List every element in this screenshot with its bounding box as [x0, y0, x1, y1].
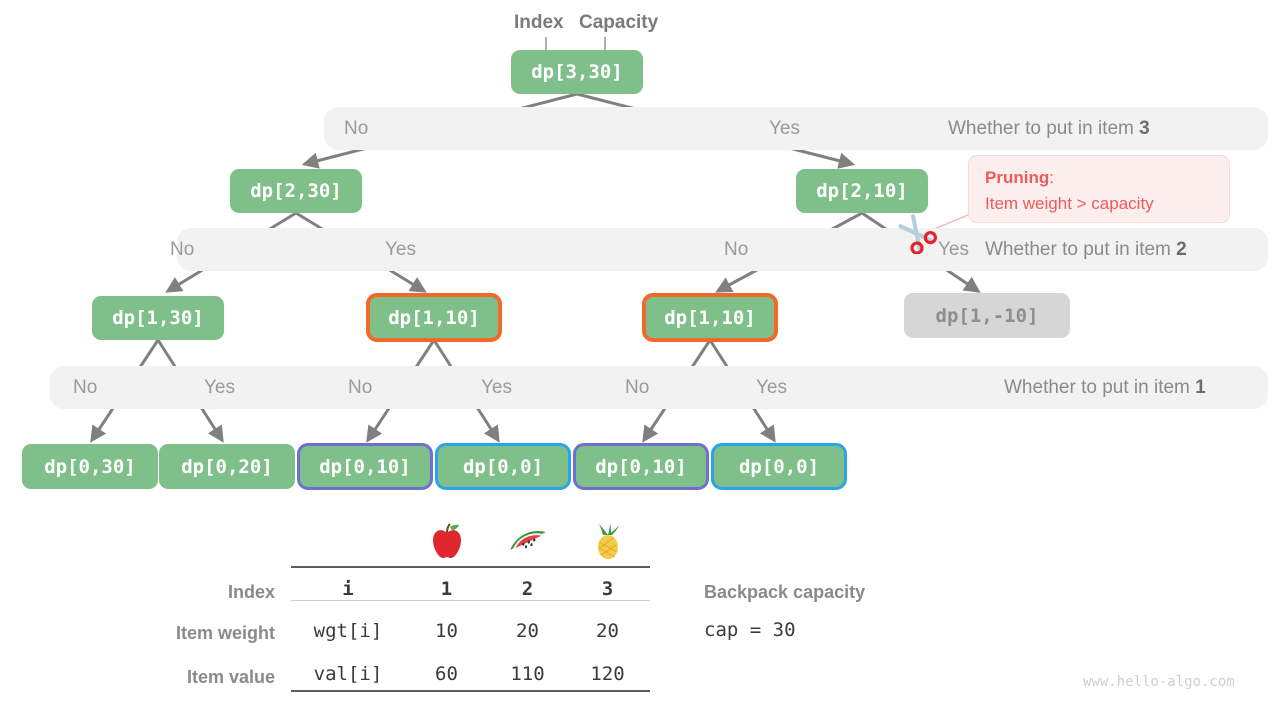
band2-question-text: Whether to put in item [985, 239, 1177, 260]
table-value-3: 120 [590, 663, 625, 685]
leaf-dp-0-20[interactable]: dp[0,20] [159, 444, 295, 489]
table-weight-1: 10 [435, 620, 458, 642]
apple-icon [433, 523, 461, 558]
band3-choice-no: No [344, 118, 369, 139]
table-col-3: 3 [601, 578, 614, 600]
pruning-title: Pruning [985, 168, 1050, 187]
capacity-callout-label: Capacity [579, 12, 659, 33]
pineapple-icon [598, 523, 619, 559]
node-dp-3-30[interactable]: dp[3,30] [511, 50, 643, 94]
node-dp-1-10-left[interactable]: dp[1,10] [366, 293, 502, 342]
band1-question-text: Whether to put in item [1004, 377, 1196, 398]
band2-item-number: 2 [1176, 239, 1187, 260]
band3-question: Whether to put in item 3 [948, 119, 1150, 138]
pruning-colon: : [1049, 168, 1054, 187]
table-rule-top [291, 566, 650, 568]
table-key-i: i [342, 578, 354, 600]
watermark: www.hello-algo.com [1083, 674, 1235, 690]
band1-choice-no-3: No [625, 377, 650, 398]
node-dp-1-30[interactable]: dp[1,30] [92, 296, 224, 340]
leaf-dp-0-30[interactable]: dp[0,30] [22, 444, 158, 489]
band1-choice-no-1: No [73, 377, 98, 398]
leaf-dp-0-10-right[interactable]: dp[0,10] [573, 443, 709, 490]
row-label-index: Index [227, 582, 275, 602]
leaf-dp-0-0-left[interactable]: dp[0,0] [435, 443, 571, 490]
band3-item-number: 3 [1139, 118, 1150, 139]
table-key-wgt: wgt[i] [313, 620, 383, 642]
band1-item-number: 1 [1195, 377, 1206, 398]
band1-choice-yes-2: Yes [481, 377, 512, 398]
table-col-1: 1 [440, 578, 453, 600]
backpack-capacity-value: cap = 30 [704, 619, 796, 641]
watermelon-icon [510, 530, 546, 551]
table-rule-bottom [291, 690, 650, 692]
band2-choice-no-1: No [170, 239, 195, 260]
pruning-title-line: Pruning: [985, 165, 1215, 191]
table-weight-3: 20 [596, 620, 619, 642]
band2-question: Whether to put in item 2 [985, 240, 1187, 259]
band3-choice-yes: Yes [769, 118, 800, 139]
band1-choice-yes-3: Yes [756, 377, 787, 398]
band1-choice-no-2: No [348, 377, 373, 398]
band3-question-text: Whether to put in item [948, 118, 1140, 139]
pruning-callout: Pruning: Item weight > capacity [968, 155, 1230, 223]
table-value-1: 60 [435, 663, 458, 685]
table-col-2: 2 [521, 578, 534, 600]
row-label-item-weight: Item weight [175, 623, 275, 643]
level-band-item1 [50, 366, 1268, 409]
node-dp-1-10-right[interactable]: dp[1,10] [642, 293, 778, 342]
index-callout-label: Index [514, 12, 564, 33]
band2-choice-yes-2: Yes [938, 239, 969, 260]
table-rule-mid [291, 600, 650, 601]
table-value-2: 110 [510, 663, 545, 685]
table-weight-2: 20 [516, 620, 539, 642]
level-band-item3 [324, 107, 1268, 150]
backpack-capacity-label: Backpack capacity [704, 582, 866, 602]
band1-question: Whether to put in item 1 [1004, 378, 1206, 397]
table-key-val: val[i] [313, 663, 383, 685]
band2-choice-no-2: No [724, 239, 749, 260]
node-dp-2-30[interactable]: dp[2,30] [230, 169, 362, 213]
node-dp-1-neg10[interactable]: dp[1,-10] [904, 293, 1070, 338]
scissors-icon [898, 214, 937, 254]
leaf-dp-0-10-left[interactable]: dp[0,10] [297, 443, 433, 490]
pruning-reason: Item weight > capacity [985, 194, 1154, 213]
row-label-item-value: Item value [186, 667, 275, 687]
level-band-item2 [177, 228, 1268, 271]
band2-choice-yes-1: Yes [385, 239, 416, 260]
band1-choice-yes-1: Yes [204, 377, 235, 398]
node-dp-2-10[interactable]: dp[2,10] [796, 169, 928, 213]
leaf-dp-0-0-right[interactable]: dp[0,0] [711, 443, 847, 490]
